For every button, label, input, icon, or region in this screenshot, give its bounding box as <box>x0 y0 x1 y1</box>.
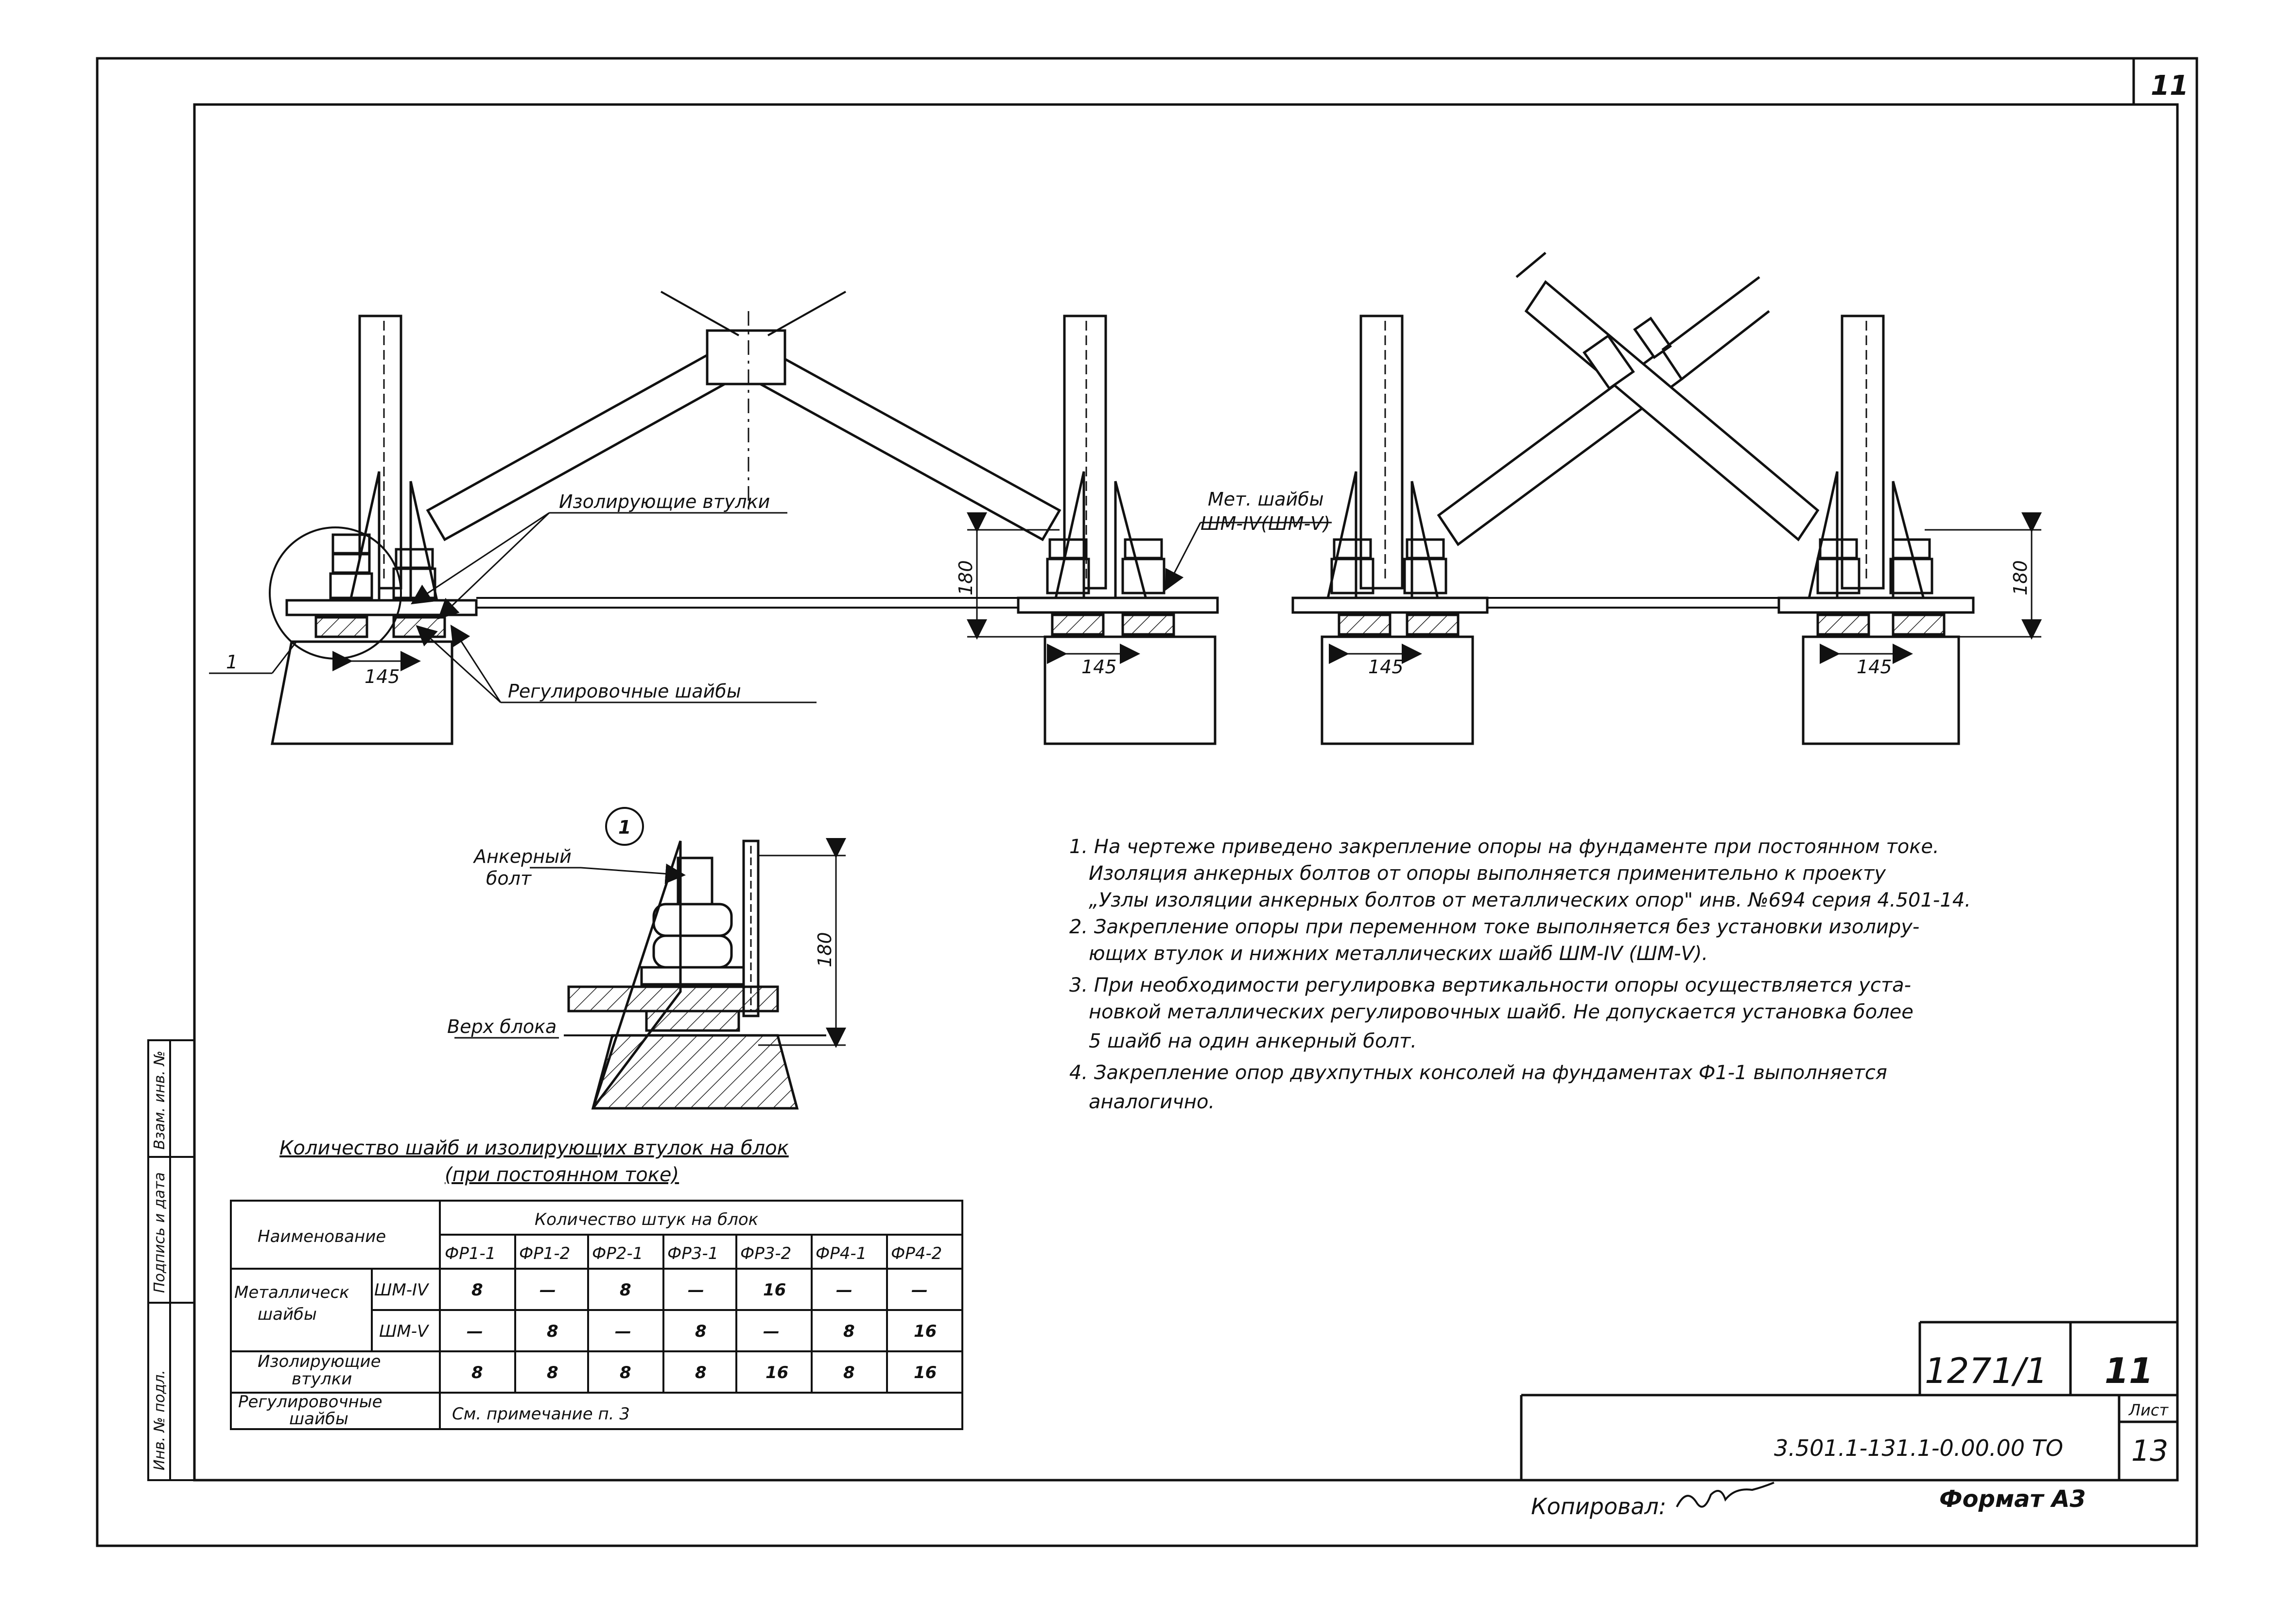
dimensions-left <box>332 512 1140 671</box>
stamp-copied-by: Копировал: <box>1531 1493 1666 1520</box>
row-metal-sub-2: ШМ-V <box>379 1322 430 1341</box>
cell-m2-2: 8 <box>547 1322 558 1341</box>
detail-leaders <box>454 838 846 1048</box>
table-subtitle: (при постоянном токе) <box>445 1164 679 1186</box>
row-insul-label-2: втулки <box>292 1369 352 1389</box>
side-inv-podl: Инв. № подл. <box>151 1370 168 1470</box>
stamp-designation: 3.501.1-131.1-0.00.00 ТО <box>1774 1435 2063 1461</box>
dim-145-b: 145 <box>1081 656 1117 678</box>
label-leader-1: 1 <box>226 651 238 673</box>
dim-145-c: 145 <box>1368 656 1404 678</box>
sheet-frame <box>96 57 2198 1547</box>
row-metal-label-1: Металлическ <box>234 1283 349 1302</box>
table-col-1: ФР1-1 <box>445 1244 496 1263</box>
cell-m2-3: — <box>615 1322 631 1341</box>
assembly-right <box>1291 252 1975 745</box>
label-block-top: Верх блока <box>447 1016 557 1037</box>
stamp-list-number: 13 <box>2131 1434 2168 1468</box>
label-anchor-bolt-2: болт <box>486 868 532 889</box>
note-line-6: 3. При необходимости регулировка вертика… <box>1069 974 1911 996</box>
dim-180-b: 180 <box>2010 560 2031 595</box>
title-stamp <box>1520 1321 2177 1480</box>
cell-m1-7: — <box>911 1280 928 1300</box>
cell-m1-4: — <box>688 1280 704 1300</box>
copier-signature <box>1676 1482 1774 1508</box>
cell-i-2: 8 <box>547 1363 558 1382</box>
stamp-series: 1271/1 <box>1925 1350 2048 1391</box>
table-header-name: Наименование <box>258 1227 386 1246</box>
row-adjust-note: См. примечание п. 3 <box>452 1404 630 1424</box>
note-line-8: 5 шайб на один анкерный болт. <box>1089 1030 1417 1052</box>
cell-i-5: 16 <box>765 1363 788 1382</box>
label-insulating-bushings: Изолирующие втулки <box>559 491 770 512</box>
label-anchor-bolt-1: Анкерный <box>472 846 572 867</box>
dimensions-right <box>1329 512 2042 664</box>
label-metal-washers-2: ШМ-IV(ШМ-V) <box>1200 513 1330 534</box>
cell-i-7: 16 <box>914 1363 937 1382</box>
note-line-2: Изоляция анкерных болтов от опоры выполн… <box>1089 862 1886 885</box>
cell-m2-1: — <box>467 1322 483 1341</box>
dim-145-a: 145 <box>365 666 400 687</box>
cell-i-6: 8 <box>843 1363 855 1382</box>
stamp-format: Формат А3 <box>1939 1486 2086 1513</box>
cell-m1-5: 16 <box>763 1280 786 1300</box>
detail-marker: 1 <box>618 817 631 838</box>
stamp-list-label: Лист <box>2128 1401 2169 1419</box>
label-adjusting-washers: Регулировочные шайбы <box>508 681 741 702</box>
note-line-5: ющих втулок и нижних металлических шайб … <box>1089 943 1708 965</box>
table-grid <box>230 1200 963 1430</box>
dim-180-detail: 180 <box>814 932 835 967</box>
notes-block: 1. На чертеже приведено закрепление опор… <box>1069 836 1971 1113</box>
label-metal-washers-1: Мет. шайбы <box>1208 489 1324 510</box>
dim-180-a: 180 <box>955 560 976 595</box>
cell-i-3: 8 <box>620 1363 631 1382</box>
cell-m1-3: 8 <box>620 1280 631 1300</box>
table-text: Наименование Количество штук на блок ФР1… <box>234 1210 942 1429</box>
side-strip <box>147 1039 195 1481</box>
row-metal-label-2: шайбы <box>258 1305 317 1324</box>
cell-i-4: 8 <box>695 1363 707 1382</box>
note-line-7: новкой металлических регулировочных шайб… <box>1089 1001 1913 1023</box>
cell-m1-6: — <box>836 1280 852 1300</box>
stamp-sheet: 11 <box>2105 1350 2153 1391</box>
cell-m2-4: 8 <box>695 1322 707 1341</box>
row-insul-label-1: Изолирующие <box>258 1352 381 1371</box>
table-col-6: ФР4-1 <box>816 1244 867 1263</box>
table-col-4: ФР3-1 <box>667 1244 718 1263</box>
side-vzam-inv: Взам. инв. № <box>151 1050 168 1150</box>
table-col-2: ФР1-2 <box>519 1244 570 1263</box>
note-line-1: 1. На чертеже приведено закрепление опор… <box>1069 836 1939 858</box>
table-col-3: ФР2-1 <box>592 1244 643 1263</box>
detail-node-1 <box>564 807 826 1110</box>
cell-i-1: 8 <box>471 1363 483 1382</box>
note-line-3: „Узлы изоляции анкерных болтов от металл… <box>1089 889 1971 911</box>
row-adjust-label-1: Регулировочные <box>238 1392 383 1412</box>
table-col-5: ФР3-2 <box>740 1244 791 1263</box>
row-adjust-label-2: шайбы <box>289 1409 348 1429</box>
table-title: Количество шайб и изолирующих втулок на … <box>279 1137 789 1159</box>
note-line-4: 2. Закрепление опоры при переменном токе… <box>1069 916 1919 938</box>
row-metal-sub-1: ШМ-IV <box>374 1280 430 1300</box>
leaders-left <box>209 512 1332 703</box>
cell-m2-6: 8 <box>843 1322 855 1341</box>
assembly-left <box>269 291 1219 745</box>
cell-m2-7: 16 <box>914 1322 937 1341</box>
cell-m1-1: 8 <box>471 1280 483 1300</box>
note-line-10: аналогично. <box>1089 1091 1215 1113</box>
note-line-9: 4. Закрепление опор двухпутных консолей … <box>1069 1062 1887 1084</box>
table-header-qty: Количество штук на блок <box>535 1210 759 1229</box>
cell-m2-5: — <box>763 1322 780 1341</box>
table-col-7: ФР4-2 <box>891 1244 942 1263</box>
side-signature-date: Подпись и дата <box>151 1172 168 1293</box>
sheet-corner-number: 11 <box>2151 70 2189 102</box>
cell-m1-2: — <box>539 1280 556 1300</box>
dim-145-d: 145 <box>1857 656 1892 678</box>
